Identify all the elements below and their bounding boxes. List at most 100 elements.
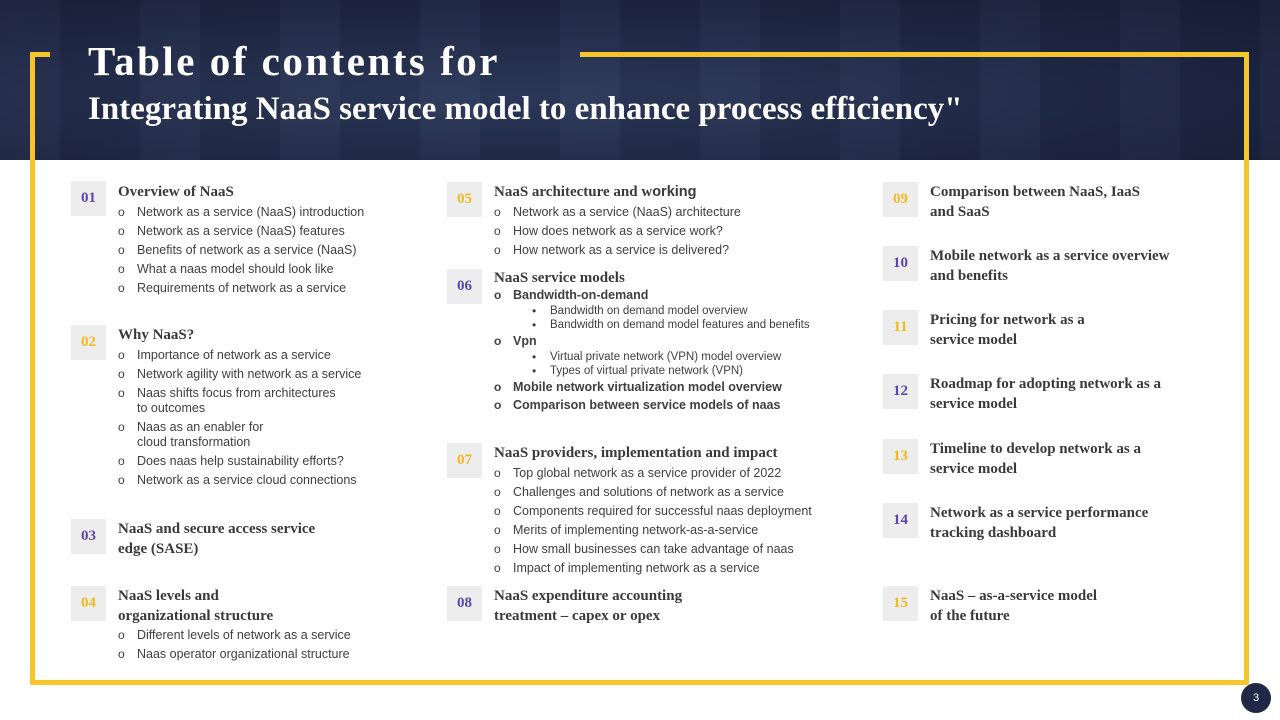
list-item[interactable]: Comparison between service models of naa…: [494, 398, 810, 413]
section-title[interactable]: Pricing for network as a service model: [930, 310, 1085, 350]
section-title-line: Roadmap for adopting network as a: [930, 376, 1161, 392]
list-item[interactable]: Components required for successful naas …: [494, 504, 812, 519]
list-item[interactable]: How does network as a service work?: [494, 224, 741, 239]
list-item[interactable]: Impact of implementing network as a serv…: [494, 561, 812, 576]
section-number: 01: [71, 181, 106, 216]
sub-list-item[interactable]: Types of virtual private network (VPN): [513, 364, 810, 378]
sub-list-item[interactable]: Bandwidth on demand model features and b…: [513, 318, 810, 332]
section-number: 07: [447, 443, 482, 478]
section-number: 02: [71, 325, 106, 360]
section-number: 14: [883, 503, 918, 538]
section-title-line: service model: [930, 332, 1018, 348]
list-item[interactable]: Mobile network virtualization model over…: [494, 380, 810, 395]
section-number: 09: [883, 182, 918, 217]
section-number: 03: [71, 519, 106, 554]
list-item-line: Naas as an enabler for: [137, 420, 264, 434]
list-item[interactable]: How small businesses can take advantage …: [494, 542, 812, 557]
section-number: 12: [883, 374, 918, 409]
section-title[interactable]: NaaS architecture and working: [494, 182, 697, 202]
section-title-line: and benefits: [930, 268, 1008, 284]
frame-top-left: [30, 52, 50, 57]
sub-list-item[interactable]: Bandwidth on demand model overview: [513, 304, 810, 318]
list-item[interactable]: Network agility with network as a servic…: [118, 367, 361, 382]
section-title-line: service model: [930, 461, 1018, 477]
section-title-line: edge (SASE): [118, 541, 199, 557]
section-number: 08: [447, 586, 482, 621]
section-title[interactable]: NaaS service models: [494, 270, 625, 286]
section-title-line: Network as a service performance: [930, 505, 1149, 521]
sub-list-item[interactable]: Virtual private network (VPN) model over…: [513, 350, 810, 364]
list-item[interactable]: Importance of network as a service: [118, 348, 361, 363]
section-number: 10: [883, 246, 918, 281]
list-item[interactable]: Bandwidth-on-demand Bandwidth on demand …: [494, 288, 810, 332]
section-title[interactable]: Overview of NaaS: [118, 184, 234, 200]
section-title[interactable]: NaaS providers, implementation and impac…: [494, 445, 778, 461]
section-items: Network as a service (NaaS) architecture…: [494, 205, 741, 258]
list-item[interactable]: Does naas help sustainability efforts?: [118, 454, 361, 469]
list-item[interactable]: Network as a service (NaaS) introduction: [118, 205, 364, 220]
section-title-text: NaaS architecture and w: [494, 184, 653, 200]
list-item[interactable]: Merits of implementing network-as-a-serv…: [494, 523, 812, 538]
list-item[interactable]: How network as a service is delivered?: [494, 243, 741, 258]
sub-items: Virtual private network (VPN) model over…: [513, 350, 810, 378]
list-item[interactable]: Requirements of network as a service: [118, 281, 364, 296]
section-title[interactable]: Why NaaS?: [118, 327, 195, 343]
section-title-line: organizational structure: [118, 608, 274, 624]
frame-top-right: [580, 52, 1249, 57]
section-title-line: Timeline to develop network as a: [930, 441, 1141, 457]
section-number: 11: [883, 310, 918, 345]
section-number: 04: [71, 586, 106, 621]
section-number: 13: [883, 439, 918, 474]
list-item-line: to outcomes: [137, 401, 206, 415]
list-item[interactable]: Vpn Virtual private network (VPN) model …: [494, 334, 810, 378]
section-items: Different levels of network as a service…: [118, 628, 351, 662]
list-item[interactable]: Network as a service (NaaS) features: [118, 224, 364, 239]
section-title-line: Mobile network as a service overview: [930, 248, 1170, 264]
section-title-line: tracking dashboard: [930, 525, 1057, 541]
list-item[interactable]: Benefits of network as a service (NaaS): [118, 243, 364, 258]
header-banner: [0, 0, 1280, 160]
sub-items: Bandwidth on demand model overview Bandw…: [513, 304, 810, 332]
section-title[interactable]: Timeline to develop network as a service …: [930, 439, 1141, 479]
section-items: Bandwidth-on-demand Bandwidth on demand …: [494, 288, 810, 413]
section-title[interactable]: NaaS levels and organizational structure: [118, 586, 273, 626]
header-banner-photo-overlay: [0, 0, 1280, 160]
list-item[interactable]: Top global network as a service provider…: [494, 466, 812, 481]
section-title[interactable]: Roadmap for adopting network as a service…: [930, 374, 1161, 414]
page-subtitle: Integrating NaaS service model to enhanc…: [88, 91, 963, 127]
section-number: 15: [883, 586, 918, 621]
frame-left: [30, 52, 35, 685]
list-item-line: Naas shifts focus from architectures: [137, 386, 336, 400]
section-title-line: NaaS expenditure accounting: [494, 588, 683, 604]
list-item[interactable]: Challenges and solutions of network as a…: [494, 485, 812, 500]
section-items: Network as a service (NaaS) introduction…: [118, 205, 364, 296]
section-title-line: Pricing for network as a: [930, 312, 1085, 328]
list-item[interactable]: Network as a service cloud connections: [118, 473, 361, 488]
list-item-label: Vpn: [513, 334, 537, 348]
list-item[interactable]: Network as a service (NaaS) architecture: [494, 205, 741, 220]
section-title-line: of the future: [930, 608, 1010, 624]
frame-right: [1244, 52, 1249, 685]
list-item[interactable]: Naas operator organizational structure: [118, 647, 351, 662]
section-number: 06: [447, 269, 482, 304]
frame-bottom: [30, 680, 1249, 685]
section-title-line: service model: [930, 396, 1018, 412]
section-title-line: NaaS levels and: [118, 588, 219, 604]
section-title-line: treatment – capex or opex: [494, 608, 661, 624]
section-title[interactable]: Network as a service performance tracking…: [930, 503, 1148, 543]
section-title[interactable]: NaaS expenditure accounting treatment – c…: [494, 586, 682, 626]
page-title: Table of contents for: [88, 38, 500, 84]
list-item[interactable]: Different levels of network as a service: [118, 628, 351, 643]
section-title[interactable]: Mobile network as a service overview and …: [930, 246, 1170, 286]
section-number: 05: [447, 182, 482, 217]
list-item-line: cloud transformation: [137, 435, 251, 449]
list-item[interactable]: What a naas model should look like: [118, 262, 364, 277]
section-title-line: and SaaS: [930, 204, 990, 220]
list-item-label: Bandwidth-on-demand: [513, 288, 649, 302]
section-items: Top global network as a service provider…: [494, 466, 812, 576]
